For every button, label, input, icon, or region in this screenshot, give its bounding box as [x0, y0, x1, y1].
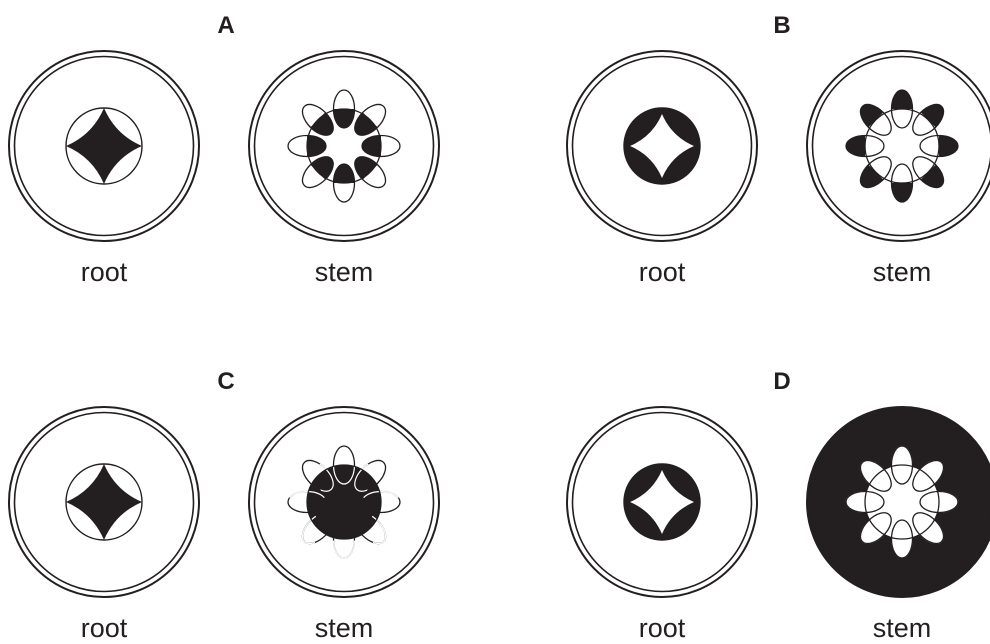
cambium-ring	[864, 464, 940, 540]
stem-section	[248, 406, 440, 598]
inner-ring	[811, 411, 990, 593]
pith-shaded-overlay	[307, 465, 381, 539]
cambium-ring	[864, 108, 940, 184]
root-section	[8, 406, 200, 598]
stem-label: stem	[315, 613, 374, 643]
option-letter: B	[773, 12, 790, 39]
cambium-ring	[306, 108, 382, 184]
root-label: root	[639, 257, 686, 287]
root-label: root	[81, 613, 128, 643]
xylem-star	[630, 114, 694, 178]
cambium-ring	[306, 464, 382, 540]
stem-label: stem	[315, 257, 374, 287]
option-c: C root stem	[8, 368, 440, 643]
stem-label: stem	[873, 613, 932, 643]
inner-ring	[13, 55, 195, 237]
option-d: D root stem	[566, 368, 990, 643]
stem-section	[248, 50, 440, 242]
inner-ring	[571, 55, 753, 237]
root-section	[8, 50, 200, 242]
xylem-star	[630, 470, 694, 534]
stem-section	[806, 50, 990, 242]
stem-label: stem	[873, 257, 932, 287]
root-section	[566, 50, 758, 242]
option-letter: D	[773, 368, 790, 395]
root-label: root	[81, 257, 128, 287]
xylem-star	[66, 464, 142, 540]
bundle-inner-outline	[361, 490, 401, 502]
stem-section	[806, 406, 990, 598]
inner-ring	[253, 411, 435, 593]
inner-ring	[13, 411, 195, 593]
option-b: B root stem	[566, 12, 990, 287]
bundle-inner-outline	[332, 465, 356, 485]
root-section	[566, 406, 758, 598]
option-letter: A	[217, 12, 234, 39]
vascular-bundle	[361, 134, 401, 158]
inner-ring	[571, 411, 753, 593]
xylem-star	[66, 108, 142, 184]
option-letter: C	[217, 368, 234, 395]
bundle-inner-outline	[287, 490, 327, 502]
root-label: root	[639, 613, 686, 643]
option-a: A root stem	[8, 12, 440, 287]
inner-ring	[811, 55, 990, 237]
inner-ring	[253, 55, 435, 237]
bundle-inner-outline	[332, 539, 356, 559]
